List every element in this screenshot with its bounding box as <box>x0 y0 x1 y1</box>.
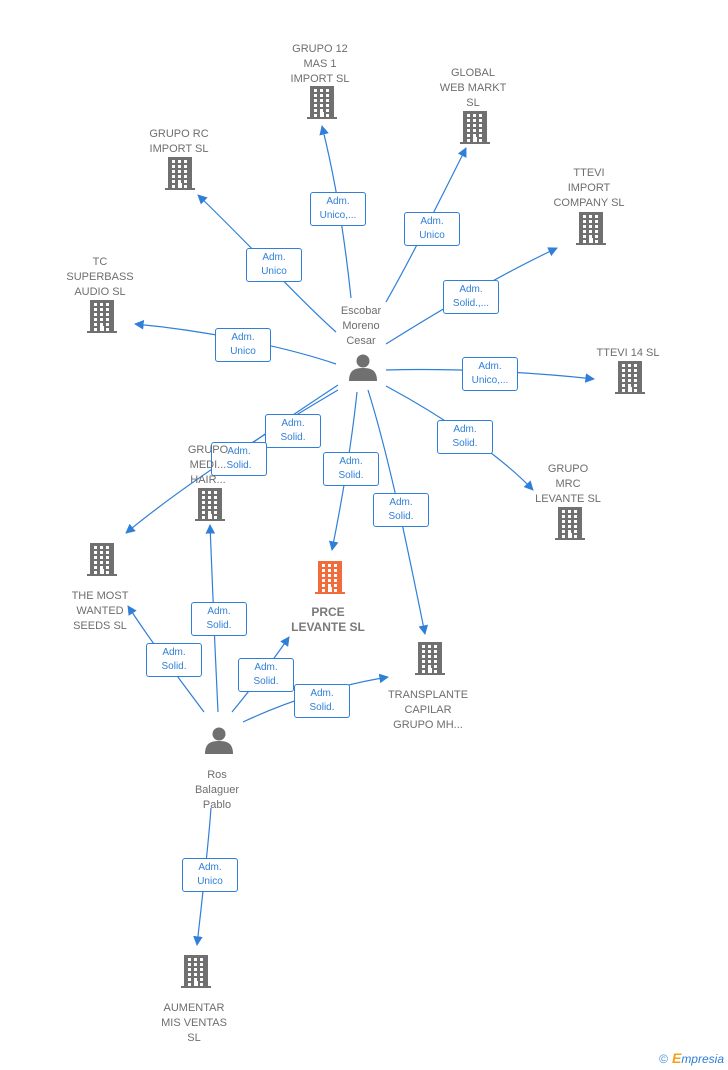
edge-label[interactable]: Adm. Solid. <box>323 452 379 486</box>
edge-label[interactable]: Adm. Solid. <box>265 414 321 448</box>
company-name[interactable]: GRUPO 12 MAS 1 IMPORT SL <box>290 43 350 85</box>
building-icon[interactable] <box>460 111 490 144</box>
company-name[interactable]: PRCE LEVANTE SL <box>291 605 365 634</box>
company-name[interactable]: TRANSPLANTE CAPILAR GRUPO MH... <box>387 689 469 731</box>
copyright-icon: © <box>659 1052 668 1066</box>
building-icon[interactable] <box>555 507 585 540</box>
building-icon[interactable] <box>87 300 117 333</box>
edge-label[interactable]: Adm. Unico <box>246 248 302 282</box>
building-icon[interactable] <box>415 642 445 675</box>
building-icon[interactable] <box>87 543 117 576</box>
edge-label[interactable]: Adm. Unico,... <box>462 357 518 391</box>
building-icon[interactable] <box>181 955 211 988</box>
edge-label[interactable]: Adm. Solid. <box>191 602 247 636</box>
person-name[interactable]: Ros Balaguer Pablo <box>194 769 240 811</box>
brand-name: mpresia <box>681 1052 724 1066</box>
edge-label[interactable]: Adm. Unico <box>182 858 238 892</box>
empresia-logo: ©Empresia <box>659 1050 724 1066</box>
company-name[interactable]: GLOBAL WEB MARKT SL <box>439 67 507 109</box>
company-name[interactable]: TTEVI IMPORT COMPANY SL <box>553 167 625 209</box>
edge-label[interactable]: Adm. Solid. <box>146 643 202 677</box>
person-name[interactable]: Escobar Moreno Cesar <box>340 305 382 347</box>
company-name[interactable]: TTEVI 14 SL <box>596 347 660 359</box>
edge-label[interactable]: Adm. Solid. <box>437 420 493 454</box>
edge-label[interactable]: Adm. Solid. <box>373 493 429 527</box>
company-name[interactable]: GRUPO MRC LEVANTE SL <box>535 463 601 505</box>
edge-label[interactable]: Adm. Solid. <box>294 684 350 718</box>
edge-label[interactable]: Adm. Unico,... <box>310 192 366 226</box>
edge-label[interactable]: Adm. Unico <box>215 328 271 362</box>
company-name[interactable]: THE MOST WANTED SEEDS SL <box>71 590 129 632</box>
building-icon[interactable] <box>615 361 645 394</box>
person-icon[interactable] <box>349 354 377 382</box>
brand-initial: E <box>671 1050 682 1066</box>
building-icon[interactable] <box>195 488 225 521</box>
edge-label[interactable]: Adm. Solid. <box>211 442 267 476</box>
company-name[interactable]: GRUPO RC IMPORT SL <box>149 128 209 155</box>
edge-label[interactable]: Adm. Solid. <box>238 658 294 692</box>
edge-label[interactable]: Adm. Solid.,... <box>443 280 499 314</box>
building-icon[interactable] <box>307 86 337 119</box>
edge-label[interactable]: Adm. Unico <box>404 212 460 246</box>
company-name[interactable]: TC SUPERBASS AUDIO SL <box>66 256 134 298</box>
company-name[interactable]: GRUPO MEDI... HAIR... <box>187 444 229 486</box>
building-icon[interactable] <box>315 561 345 594</box>
building-icon[interactable] <box>576 212 606 245</box>
company-name[interactable]: AUMENTAR MIS VENTAS SL <box>161 1002 227 1044</box>
building-icon[interactable] <box>165 157 195 190</box>
person-icon[interactable] <box>205 727 233 755</box>
